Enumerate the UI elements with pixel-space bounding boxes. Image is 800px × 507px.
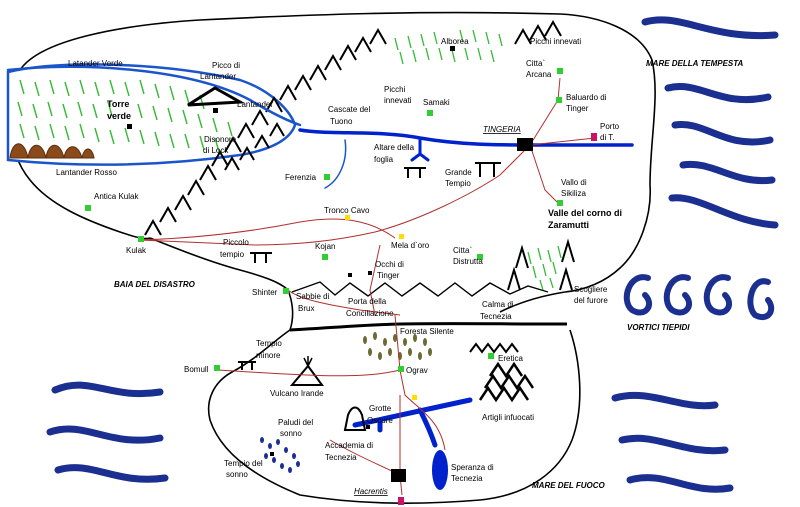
mountain-range-artigli <box>478 361 535 403</box>
coastline <box>8 11 656 505</box>
marsh-sonno <box>260 437 300 473</box>
place-label: Vallo di <box>561 178 587 187</box>
rivers <box>6 65 634 490</box>
place-label: Distrutta <box>453 257 483 266</box>
place-label: Vulcano Irande <box>270 389 324 398</box>
place-label: minore <box>256 351 281 360</box>
mine-markers <box>345 215 417 400</box>
place-label: Valle del corno di <box>548 208 622 218</box>
mountain-eretica <box>469 342 519 354</box>
place-label: Zaramutti <box>548 220 589 230</box>
temple-icons <box>238 162 501 431</box>
place-label: Piccolo <box>223 238 249 247</box>
place-label: Citta` <box>453 246 472 255</box>
forest-latander <box>6 63 297 166</box>
place-label: Picchi innevati <box>530 37 581 46</box>
sea-label-disastro: BAIA DEL DISASTRO <box>114 280 196 289</box>
place-label: Samaki <box>423 98 450 107</box>
place-label: Kojan <box>315 242 335 251</box>
village-markers <box>85 68 563 372</box>
place-label: tempio <box>220 250 245 259</box>
place-label: Lantander <box>237 100 273 109</box>
place-label: Sikiliza <box>561 189 586 198</box>
place-label: Tempio del <box>224 459 263 468</box>
place-label: del furore <box>574 296 608 305</box>
place-label: Alborea <box>441 37 469 46</box>
place-label: Baluardo di <box>566 93 607 102</box>
place-label: Porta della <box>348 297 387 306</box>
place-label: Ferenzia <box>285 173 317 182</box>
place-label: Conciliazione <box>346 309 394 318</box>
place-label: Paludi del <box>278 418 313 427</box>
place-label: Brux <box>298 304 314 313</box>
place-label: Tuono <box>330 117 353 126</box>
place-label: sonno <box>226 470 248 479</box>
place-label: Tecnezia <box>451 474 483 483</box>
place-label: foglia <box>374 155 394 164</box>
place-label: Lantander Rosso <box>56 168 117 177</box>
mountain-range-north <box>144 19 575 291</box>
place-label: Tempio <box>256 339 282 348</box>
ridge-lower <box>289 322 567 332</box>
place-label: Foresta Silente <box>400 327 454 336</box>
city-markers <box>391 138 533 482</box>
place-label: Scogliere <box>574 285 608 294</box>
place-label: Shinter <box>252 288 278 297</box>
place-label: Citta` <box>526 59 545 68</box>
sea-label-tempesta: MARE DELLA TEMPESTA <box>646 59 744 68</box>
place-label: Altare della <box>374 143 415 152</box>
place-label: Tinger <box>377 271 400 280</box>
volcano <box>289 356 324 386</box>
place-label: Grotte <box>369 404 392 413</box>
place-label: Picco di <box>212 61 240 70</box>
place-label: Tinger <box>566 104 589 113</box>
place-label: Lantander <box>200 72 236 81</box>
place-label: Kulak <box>126 246 147 255</box>
place-label: Eretica <box>498 354 523 363</box>
sea-label-fuoco: MARE DEL FUOCO <box>532 481 606 490</box>
place-label: sonno <box>280 429 302 438</box>
place-label: Occhi di <box>375 260 404 269</box>
place-label: Antica Kulak <box>94 192 139 201</box>
place-label: Disonore <box>204 135 237 144</box>
vortex-glyphs <box>623 274 775 321</box>
place-label: di T. <box>600 133 615 142</box>
place-label: Cascate del <box>328 105 370 114</box>
place-label: Oscure <box>367 416 393 425</box>
place-label: Latander Verde <box>68 59 123 68</box>
place-label: Tempio <box>445 179 471 188</box>
sea-label-vortici: VORTICI TIEPIDI <box>627 323 690 332</box>
forest-zaramutti <box>527 245 562 291</box>
place-label: verde <box>107 111 131 121</box>
place-label: Calma di <box>482 300 514 309</box>
place-label: Speranza di <box>451 463 494 472</box>
place-label: Bomull <box>184 365 209 374</box>
place-labels: Latander Verde Picco di Lantander Lantan… <box>56 37 622 483</box>
place-label: Porto <box>600 122 620 131</box>
place-label: Tecnezia <box>480 312 512 321</box>
city-label-hacrentis: Hacrentis <box>354 487 388 496</box>
place-label: Tronco Cavo <box>324 206 370 215</box>
place-label: Sabbie di <box>296 292 330 301</box>
ridge-middle <box>291 281 549 297</box>
place-label: Grande <box>445 168 472 177</box>
city-label-tingeria: TINGERIA <box>483 125 521 134</box>
place-label: Tecnezia <box>325 453 357 462</box>
landmark-dots <box>127 46 455 456</box>
port-markers <box>398 133 597 505</box>
place-label: di Lock <box>203 146 229 155</box>
forest-silente <box>363 332 432 360</box>
place-label: Accademia di <box>325 441 373 450</box>
place-label: Artigli infuocati <box>482 413 534 422</box>
peak-symbol <box>187 86 246 107</box>
place-label: innevati <box>384 96 412 105</box>
place-label: Torre <box>107 99 129 109</box>
sea-waves <box>46 16 779 493</box>
place-label: Picchi <box>384 85 406 94</box>
place-label: Arcana <box>526 70 552 79</box>
place-label: Mela d`oro <box>391 241 430 250</box>
place-label: Ograv <box>406 366 428 375</box>
